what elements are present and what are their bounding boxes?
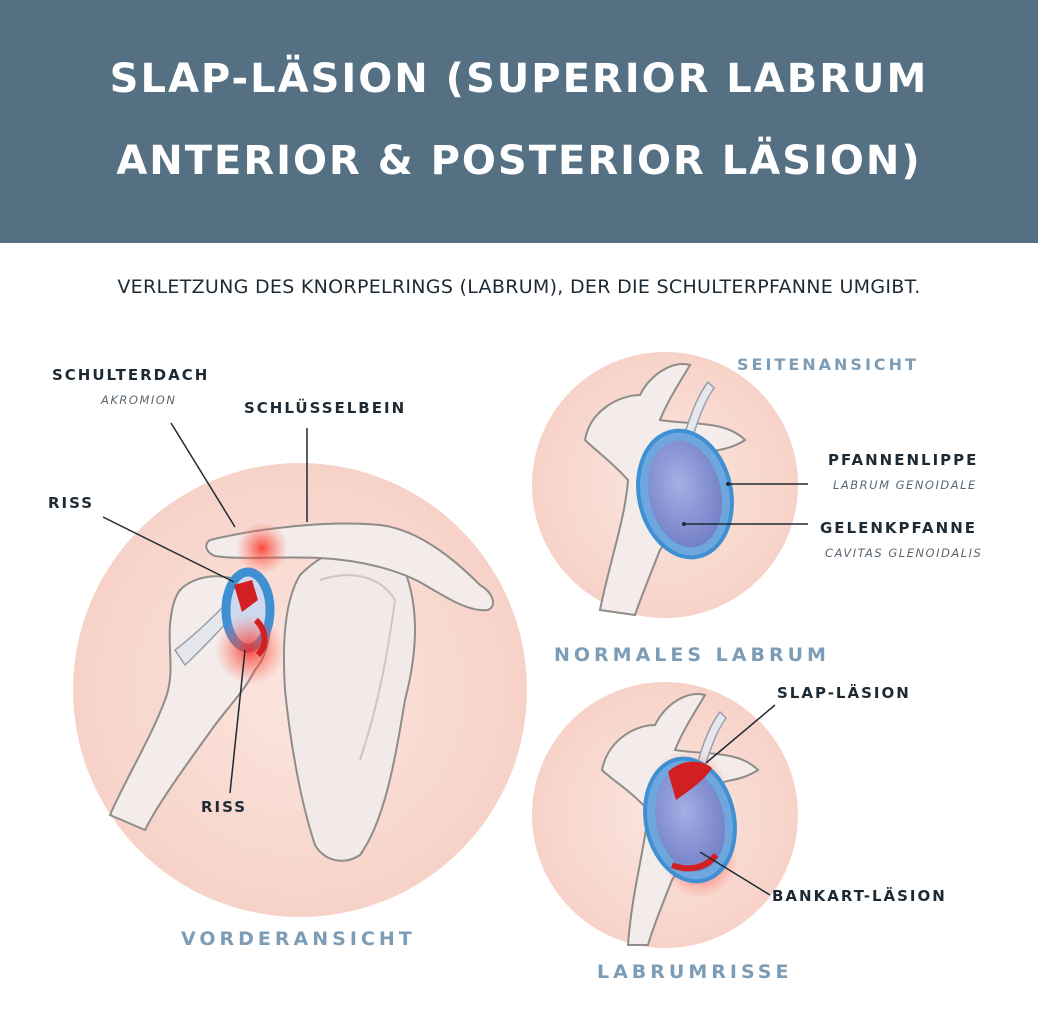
tear-view-group bbox=[532, 682, 798, 948]
upper-tear-leader bbox=[102, 516, 235, 583]
acromion-latin: AKROMION bbox=[101, 393, 177, 407]
slap-label: SLAP-LÄSION bbox=[777, 684, 911, 702]
page-title-line-1: SLAP-LÄSION (SUPERIOR LABRUM bbox=[109, 56, 929, 102]
glenoid-leader-dot bbox=[682, 522, 686, 526]
front-view-caption: VORDERANSICHT bbox=[181, 928, 416, 950]
labrum-tears-caption: LABRUMRISSE bbox=[597, 961, 793, 983]
normal-view-group bbox=[532, 352, 808, 618]
bankart-leader bbox=[699, 851, 771, 896]
lower-tear-glow bbox=[215, 615, 285, 685]
normal-glenoid bbox=[648, 440, 722, 548]
glenoid-label: GELENKPFANNE bbox=[820, 519, 978, 537]
labrum-leader-dot bbox=[726, 482, 730, 486]
slap-tear-mark bbox=[668, 761, 712, 800]
shoulder-illustration bbox=[73, 352, 808, 948]
clavicle-label: SCHLÜSSELBEIN bbox=[244, 399, 407, 417]
acromion-label: SCHULTERDACH bbox=[52, 366, 210, 384]
acromion-glow bbox=[236, 522, 288, 574]
upper-tear-mark bbox=[234, 580, 258, 612]
tear-glenoid bbox=[655, 768, 725, 872]
normal-labrum-caption: NORMALES LABRUM bbox=[554, 644, 830, 666]
bankart-label: BANKART-LÄSION bbox=[772, 887, 947, 905]
labrum-label: PFANNENLIPPE bbox=[828, 451, 979, 469]
side-view-caption: SEITENANSICHT bbox=[737, 355, 919, 374]
bankart-tear-mark bbox=[670, 853, 719, 872]
lower-tear-leader bbox=[229, 649, 246, 794]
labrum-latin: LABRUM GENOIDALE bbox=[833, 478, 977, 492]
lower-tear-mark bbox=[253, 617, 268, 658]
header-banner: SLAP-LÄSION (SUPERIOR LABRUM ANTERIOR & … bbox=[0, 0, 1038, 243]
tear-label-bottom: RISS bbox=[201, 798, 248, 816]
acromion-leader bbox=[170, 422, 236, 528]
page-subtitle: VERLETZUNG DES KNORPELRINGS (LABRUM), DE… bbox=[117, 276, 921, 298]
normal-tendon bbox=[682, 380, 715, 447]
slap-leader bbox=[705, 704, 776, 764]
page-title-line-2: ANTERIOR & POSTERIOR LÄSION) bbox=[116, 138, 922, 184]
tear-label-top: RISS bbox=[48, 494, 95, 512]
glenoid-latin: CAVITAS GLENOIDALIS bbox=[825, 546, 983, 560]
front-view-group bbox=[73, 422, 527, 917]
